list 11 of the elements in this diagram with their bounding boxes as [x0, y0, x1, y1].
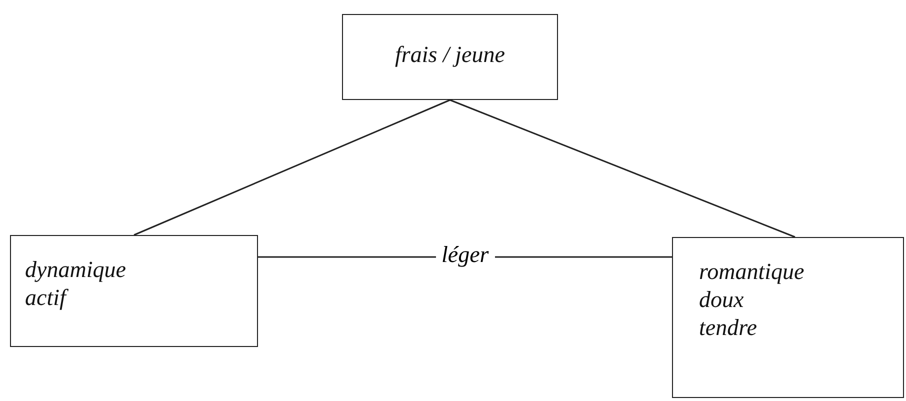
node-text: actif [25, 284, 66, 312]
node-text: romantique [699, 258, 804, 286]
node-text: doux [699, 286, 744, 314]
text-box [342, 14, 558, 100]
connector-line [450, 99, 796, 238]
connector-line [134, 99, 450, 236]
node-text: tendre [699, 314, 757, 342]
text-box [672, 237, 904, 398]
node-text: frais / jeune [395, 41, 505, 69]
text-box [10, 235, 258, 347]
node-text: dynamique [25, 256, 126, 284]
